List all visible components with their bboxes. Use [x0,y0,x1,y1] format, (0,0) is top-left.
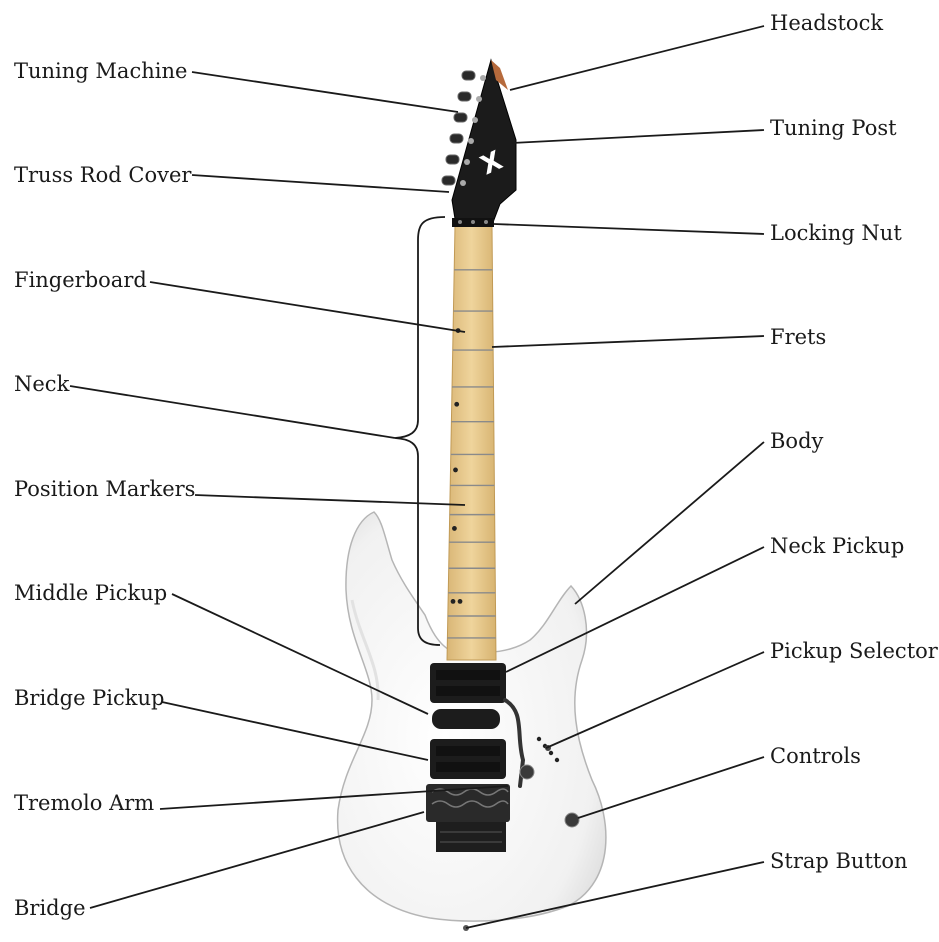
position-marker [453,467,458,473]
label-neck: Neck [14,372,70,396]
position-marker [450,599,456,604]
nut-screw-2 [471,220,475,224]
leader-tuning-machine [191,71,459,113]
label-tuning-machine: Tuning Machine [14,59,187,83]
label-middle-pickup: Middle Pickup [14,581,167,605]
leader-lines [69,25,765,929]
middle-pickup [432,709,500,729]
body-bevel [350,599,380,701]
leader-tremolo-arm [159,785,509,810]
headstock [451,58,517,226]
leader-frets [491,335,765,348]
bridge-pickup [430,739,506,779]
leader-middle-pickup [171,593,429,715]
position-marker [452,526,457,531]
neck-pickup [430,663,506,703]
leader-controls [577,756,765,819]
leader-truss-rod-cover [191,174,450,193]
leader-strap-button [465,861,765,929]
label-frets: Frets [770,325,826,349]
leader-neck-pickup [505,546,765,673]
tuning-posts [460,75,486,186]
leader-pickup-selector [545,651,765,749]
label-fingerboard: Fingerboard [14,268,147,292]
position-marker [457,599,463,604]
label-body: Body [770,429,824,453]
label-tuning-post: Tuning Post [770,116,897,140]
leader-bridge [89,811,425,909]
leader-locking-nut [493,223,765,235]
label-tremolo-arm: Tremolo Arm [14,791,154,815]
nut-screw-3 [484,220,488,224]
tremolo-arm [503,698,526,788]
fingerboard [446,225,497,661]
leader-neck [69,385,396,439]
label-position-markers: Position Markers [14,477,195,501]
bridge [426,784,510,852]
frets-group [447,269,496,639]
label-bridge: Bridge [14,896,86,920]
label-bridge-pickup: Bridge Pickup [14,686,164,710]
label-neck-pickup: Neck Pickup [770,534,904,558]
position-marker [454,401,460,407]
tuning-machines [441,70,476,186]
tone-knob [564,812,580,828]
leader-tuning-post [511,129,765,144]
leader-body [574,441,765,605]
leader-bridge-pickup [161,701,429,761]
label-headstock: Headstock [770,11,883,35]
leader-fingerboard [149,281,466,333]
label-locking-nut: Locking Nut [770,221,902,245]
leader-position-markers [194,494,466,506]
volume-knob [519,764,535,780]
leader-headstock [509,25,765,91]
label-controls: Controls [770,744,861,768]
headstock-tip [491,60,508,90]
label-truss-rod-cover: Truss Rod Cover [14,163,192,187]
label-pickup-selector: Pickup Selector [770,639,939,663]
label-strap-button: Strap Button [770,849,908,873]
nut-screw-1 [458,220,462,224]
